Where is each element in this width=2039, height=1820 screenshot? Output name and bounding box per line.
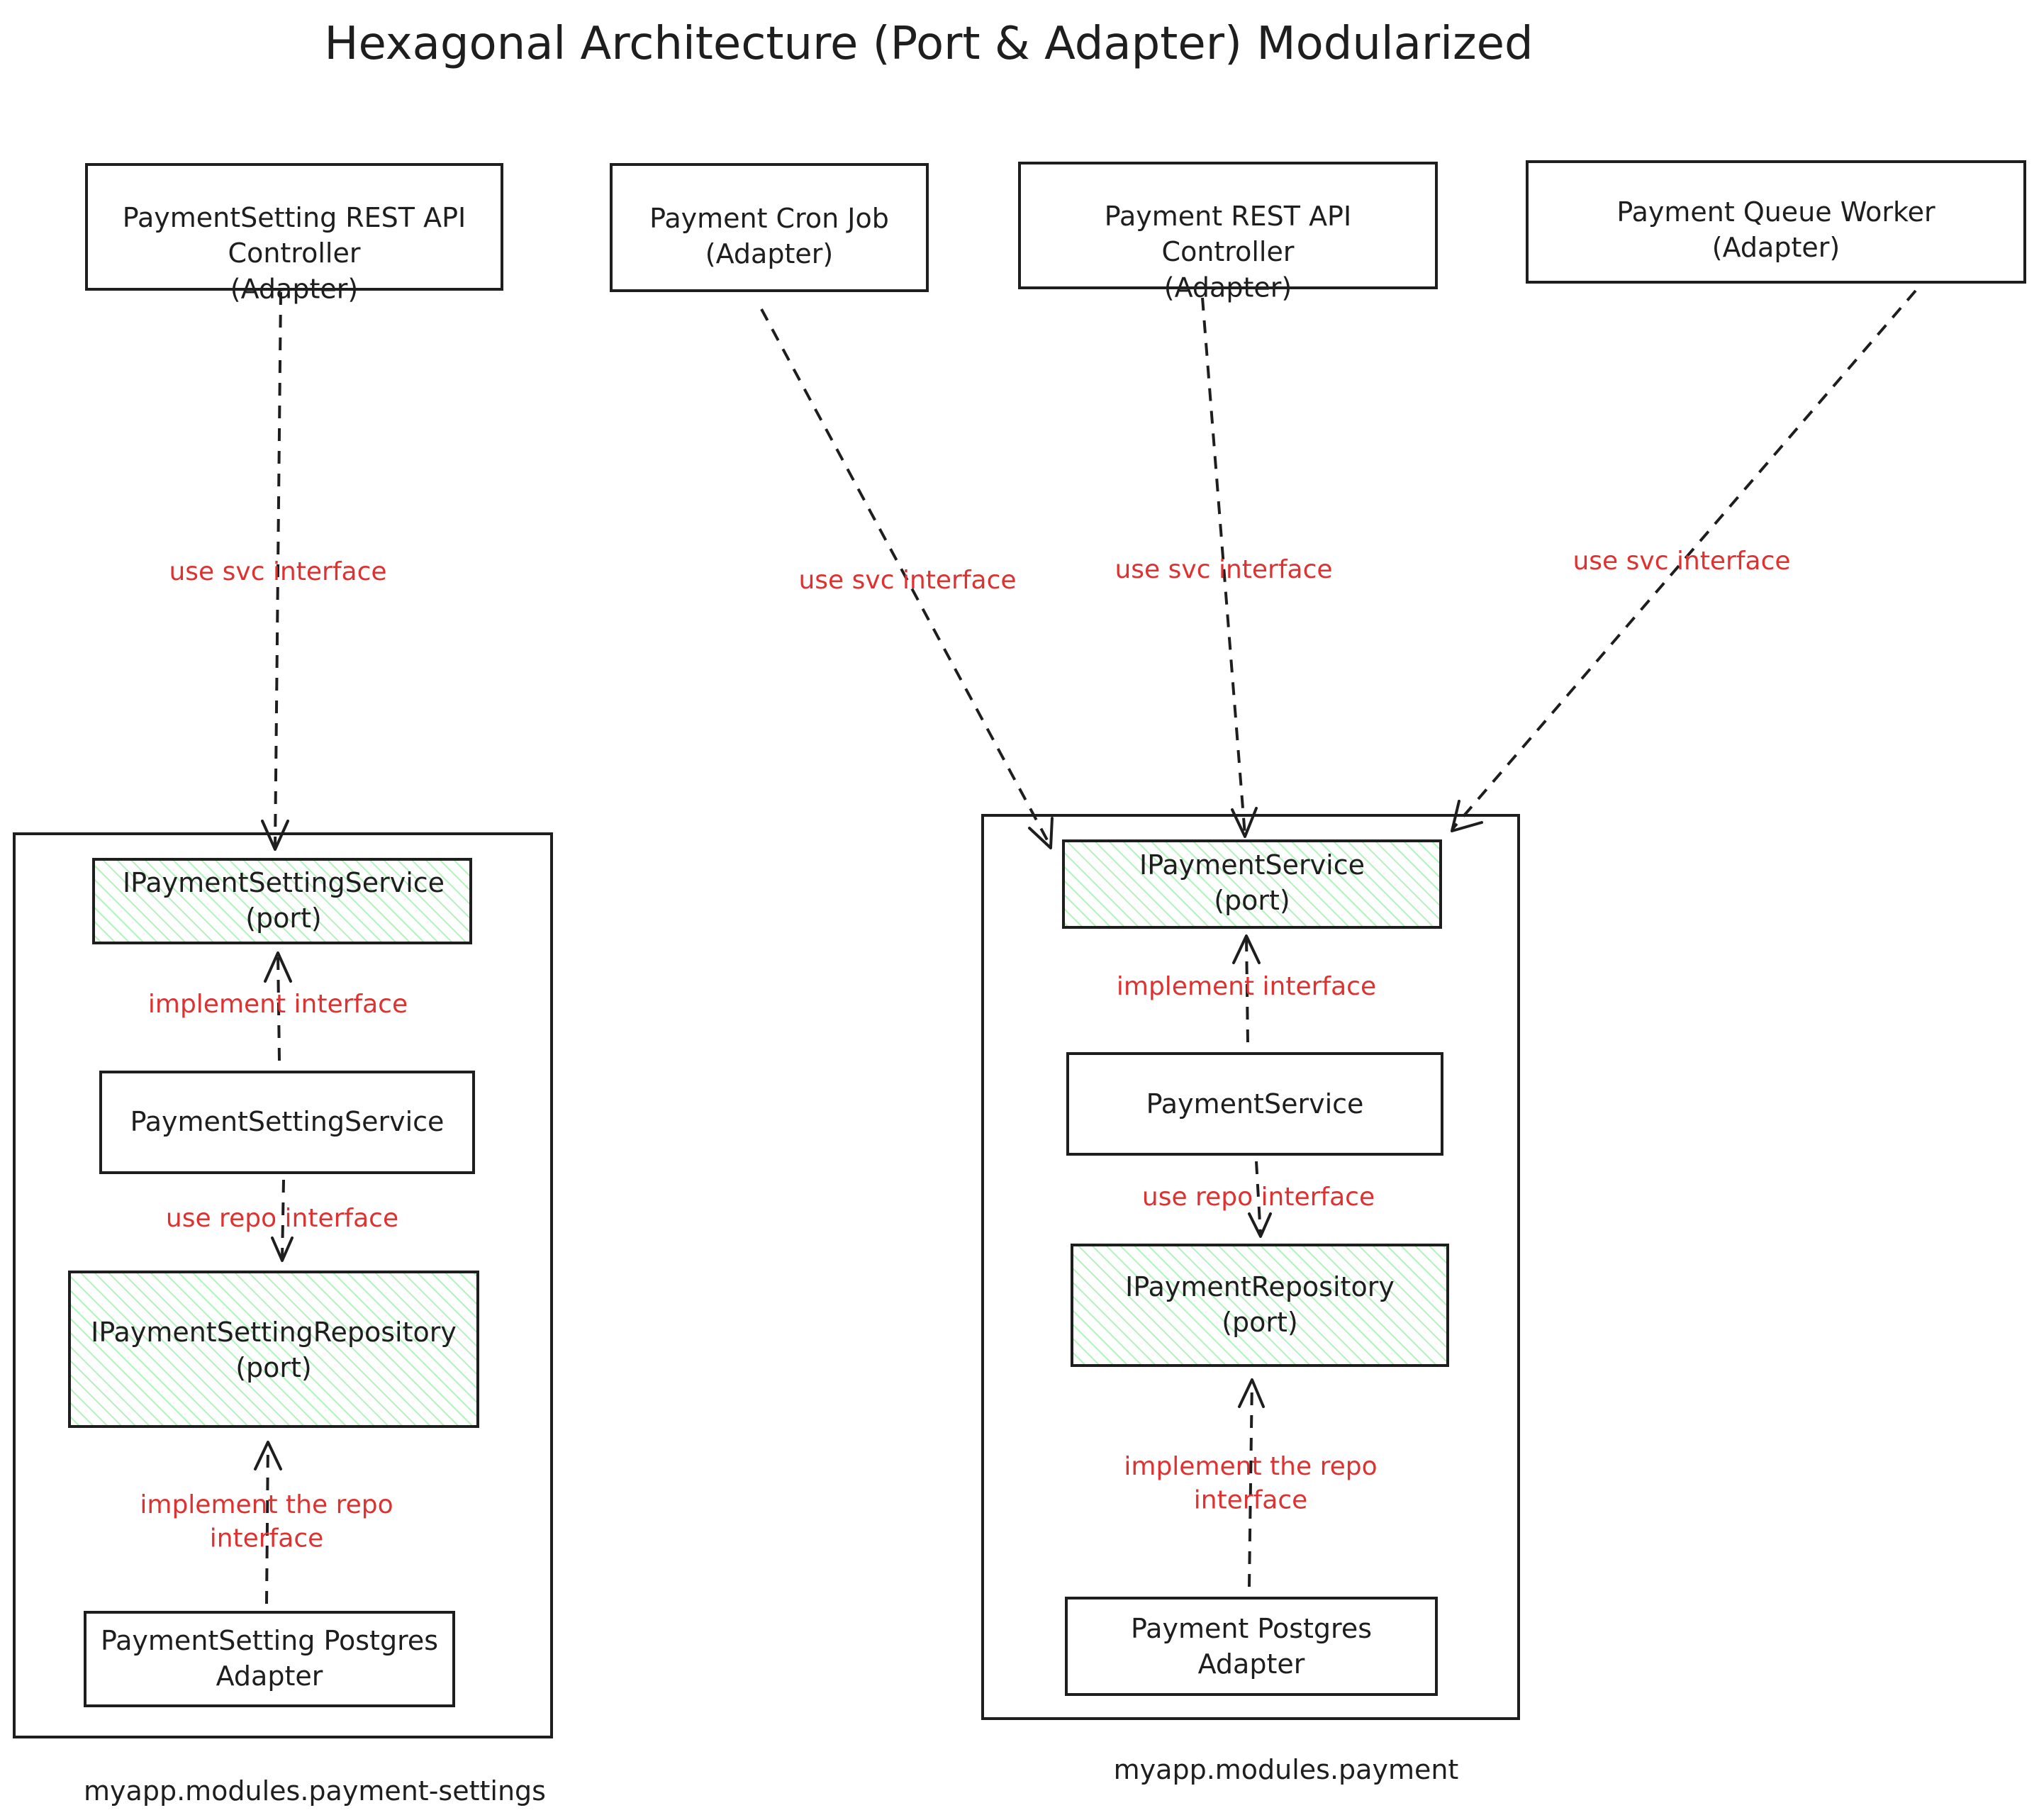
- text-line: implement interface: [1117, 972, 1376, 1001]
- edge-label-implement-interface: implement interface: [148, 990, 408, 1019]
- text-line: use repo interface: [1142, 1183, 1375, 1212]
- text-line: Adapter: [216, 1660, 323, 1692]
- edge-label-use-svc-interface: use svc interface: [1115, 555, 1332, 584]
- edge-label-use-svc-interface: use svc interface: [798, 566, 1016, 595]
- service-label: PaymentService: [1146, 1088, 1364, 1120]
- arrow-cron-to-service-port: [760, 308, 1054, 849]
- text-line: implement interface: [148, 990, 408, 1019]
- text-line: Payment REST API: [1105, 201, 1351, 232]
- text-line: use svc interface: [1572, 547, 1790, 576]
- port-label: IPaymentSettingRepository (port): [91, 1317, 457, 1383]
- payment-repository-port: IPaymentRepository (port): [1071, 1244, 1449, 1367]
- text-line: Payment Postgres: [1131, 1613, 1372, 1644]
- text-line: PaymentSetting REST API: [123, 202, 466, 233]
- text-line: implement the repo: [1124, 1452, 1377, 1481]
- text-line: Controller: [1162, 236, 1295, 267]
- text-line: (port): [1222, 1307, 1298, 1338]
- text-line: use repo interface: [166, 1204, 398, 1233]
- arrow-payment-rest-to-service-port: [1201, 297, 1258, 838]
- adapter-payment-setting-rest-api: PaymentSetting REST API Controller (Adapte…: [85, 163, 503, 304]
- text-line: interface: [210, 1524, 324, 1553]
- text-line: interface: [1194, 1486, 1308, 1515]
- service-label: PaymentSettingService: [130, 1106, 445, 1137]
- text-line: Payment Queue Worker: [1616, 196, 1935, 228]
- arrow-setting-service-implements-port: [264, 951, 292, 1061]
- edge-label-use-repo-interface: use repo interface: [166, 1204, 398, 1233]
- port-label: IPaymentRepository (port): [1125, 1271, 1395, 1338]
- text-line: IPaymentService: [1139, 849, 1365, 881]
- adapter-label: Payment Cron Job (Adapter): [649, 203, 889, 269]
- module-container-payment: [981, 814, 1520, 1720]
- text-line: IPaymentSettingRepository: [91, 1317, 457, 1348]
- payment-service: PaymentService: [1066, 1052, 1443, 1156]
- text-line: (port): [245, 903, 322, 934]
- text-line: (port): [1214, 885, 1290, 916]
- text-line: IPaymentSettingService: [123, 867, 445, 898]
- text-line: (Adapter): [1164, 272, 1292, 303]
- port-label: IPaymentService (port): [1139, 849, 1365, 916]
- text-line: use svc interface: [1115, 555, 1332, 584]
- diagram-title: Hexagonal Architecture (Port & Adapter) …: [324, 18, 1533, 70]
- adapter-payment-cron-job: Payment Cron Job (Adapter): [610, 163, 929, 292]
- text-line: IPaymentRepository: [1125, 1271, 1395, 1302]
- adapter-payment-queue-worker: Payment Queue Worker (Adapter): [1526, 160, 2026, 284]
- text-line: (port): [235, 1352, 312, 1383]
- module-label-payment: myapp.modules.payment: [1114, 1754, 1459, 1785]
- payment-setting-service-port: IPaymentSettingService (port): [92, 858, 472, 944]
- payment-setting-service: PaymentSettingService: [99, 1071, 475, 1174]
- text-line: use svc interface: [798, 566, 1016, 595]
- edge-label-use-repo-interface: use repo interface: [1142, 1183, 1375, 1212]
- text-line: PaymentService: [1146, 1088, 1364, 1120]
- arrow-payment-service-implements-port: [1232, 934, 1261, 1043]
- text-line: Adapter: [1198, 1648, 1305, 1680]
- arrow-setting-service-uses-repo: [271, 1179, 294, 1262]
- port-label: IPaymentSettingService (port): [123, 867, 445, 934]
- text-line: PaymentSetting Postgres: [101, 1625, 438, 1656]
- adapter-payment-rest-api: Payment REST API Controller (Adapter): [1018, 162, 1438, 303]
- arrow-setting-postgres-implements-repo: [254, 1441, 282, 1604]
- payment-service-port: IPaymentService (port): [1062, 839, 1442, 929]
- text-line: implement the repo: [140, 1490, 393, 1519]
- text-line: Payment Cron Job: [649, 203, 889, 234]
- edge-label-implement-the-repo-interface: implement the repo interface: [1124, 1452, 1377, 1515]
- edge-label-use-svc-interface: use svc interface: [1572, 547, 1790, 576]
- arrow-setting-rest-to-service-port: [261, 291, 289, 851]
- edge-label-use-svc-interface: use svc interface: [169, 557, 386, 586]
- text-line: (Adapter): [705, 238, 833, 269]
- adapter-label: Payment REST API Controller (Adapter): [1105, 201, 1351, 303]
- text-line: (Adapter): [230, 273, 358, 304]
- edge-label-implement-interface: implement interface: [1117, 972, 1376, 1001]
- arrow-queue-to-service-port: [1451, 289, 1917, 832]
- module-label-payment-settings: myapp.modules.payment-settings: [84, 1775, 546, 1807]
- edge-label-implement-the-repo-interface: implement the repo interface: [140, 1490, 393, 1553]
- adapter-label: PaymentSetting REST API Controller (Adapte…: [123, 202, 466, 304]
- text-line: PaymentSettingService: [130, 1106, 445, 1137]
- adapter-label: Payment Queue Worker (Adapter): [1616, 196, 1935, 263]
- payment-setting-repository-port: IPaymentSettingRepository (port): [68, 1271, 479, 1428]
- arrow-payment-service-uses-repo: [1248, 1161, 1272, 1238]
- text-line: use svc interface: [169, 557, 386, 586]
- text-line: Controller: [228, 238, 361, 269]
- text-line: (Adapter): [1712, 232, 1840, 263]
- arrow-payment-postgres-implements-repo: [1238, 1378, 1265, 1587]
